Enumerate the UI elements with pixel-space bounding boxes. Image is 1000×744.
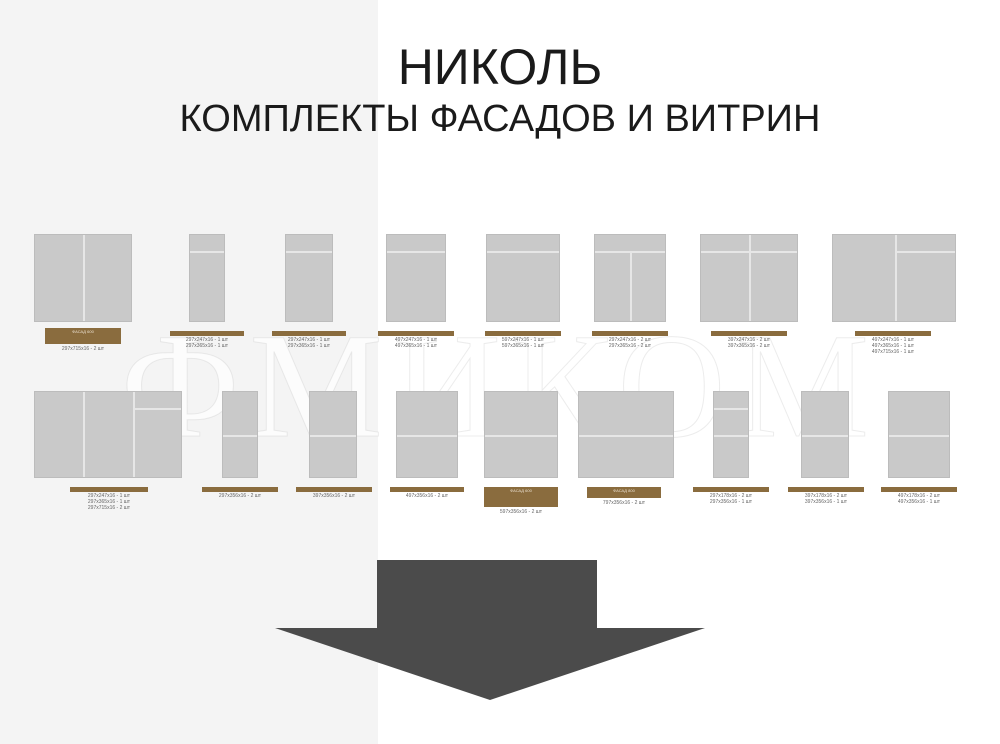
facade-label — [711, 331, 787, 336]
facade-dims: 297x356x16 - 1 шт — [709, 499, 753, 505]
facade-dims: 297x247x16 - 1 шт — [87, 493, 131, 499]
facade-panel — [888, 391, 950, 478]
facade-dims: 397x365x16 - 2 шт — [727, 343, 771, 349]
facade-panel — [700, 234, 798, 322]
facade-panel — [832, 234, 956, 322]
facade-dims: 297x365x16 - 1 шт — [87, 499, 131, 505]
facade-dims: 297x715x16 - 2 шт — [87, 505, 131, 511]
facade-dims: 497x178x16 - 2 шт — [897, 493, 941, 499]
facade-panel — [713, 391, 749, 478]
facade-label — [70, 487, 148, 492]
facade-label — [592, 331, 668, 336]
facade-panel — [486, 234, 560, 322]
left-background — [0, 0, 378, 744]
facade-panel — [578, 391, 674, 478]
facade-panel — [34, 234, 132, 322]
facade-dims: 497x356x16 - 1 шт — [897, 499, 941, 505]
facade-dims: 397x356x16 - 1 шт — [804, 499, 848, 505]
facade-dims: 297x365x16 - 1 шт — [185, 343, 229, 349]
facade-label — [485, 331, 561, 336]
facade-label — [881, 487, 957, 492]
facade-panel — [594, 234, 666, 322]
facade-dims: 297x715x16 - 2 шт — [61, 346, 105, 352]
facade-label — [788, 487, 864, 492]
facade-dims: 497x247x16 - 1 шт — [871, 337, 915, 343]
facade-panel — [801, 391, 849, 478]
facade-label: ФАСАД 600 — [45, 328, 121, 344]
facade-dims: 497x715x16 - 1 шт — [871, 349, 915, 355]
facade-panel — [34, 391, 182, 478]
facade-label — [855, 331, 931, 336]
facade-dims: 397x247x16 - 2 шт — [727, 337, 771, 343]
facade-label: ФАСАД 800 — [587, 487, 661, 498]
facade-label — [272, 331, 346, 336]
facade-dims: 297x365x16 - 1 шт — [287, 343, 331, 349]
facade-dims: 397x356x16 - 2 шт — [312, 493, 356, 499]
facade-dims: 297x356x16 - 2 шт — [218, 493, 262, 499]
facade-label — [202, 487, 278, 492]
facade-panel — [386, 234, 446, 322]
facade-dims: 597x365x16 - 1 шт — [501, 343, 545, 349]
facade-dims: 497x365x16 - 1 шт — [394, 343, 438, 349]
facade-dims: 597x247x16 - 1 шт — [501, 337, 545, 343]
page-subtitle: КОМПЛЕКТЫ ФАСАДОВ И ВИТРИН — [179, 98, 821, 140]
facade-panel — [189, 234, 225, 322]
page-title: НИКОЛЬ — [397, 39, 603, 95]
facade-dims: 297x247x16 - 2 шт — [608, 337, 652, 343]
facade-dims: 297x247x16 - 1 шт — [185, 337, 229, 343]
facade-dims: 797x356x16 - 2 шт — [602, 500, 646, 506]
facade-label — [378, 331, 454, 336]
down-arrow-icon — [275, 560, 705, 700]
facade-dims: 497x356x16 - 2 шт — [405, 493, 449, 499]
facade-label — [693, 487, 769, 492]
facade-dims: 397x178x16 - 2 шт — [804, 493, 848, 499]
facade-label — [296, 487, 372, 492]
facade-dims: 297x247x16 - 1 шт — [287, 337, 331, 343]
facade-dims: 297x178x16 - 2 шт — [709, 493, 753, 499]
facade-panel — [484, 391, 558, 478]
facade-dims: 497x247x16 - 1 шт — [394, 337, 438, 343]
facade-panel — [285, 234, 333, 322]
facade-label: ФАСАД 600 — [484, 487, 558, 507]
facade-dims: 297x365x16 - 2 шт — [608, 343, 652, 349]
facade-panel — [222, 391, 258, 478]
facade-dims: 497x365x16 - 1 шт — [871, 343, 915, 349]
facade-label — [170, 331, 244, 336]
facade-panel — [396, 391, 458, 478]
facade-label — [390, 487, 464, 492]
facade-panel — [309, 391, 357, 478]
facade-dims: 597x356x16 - 2 шт — [499, 509, 543, 515]
